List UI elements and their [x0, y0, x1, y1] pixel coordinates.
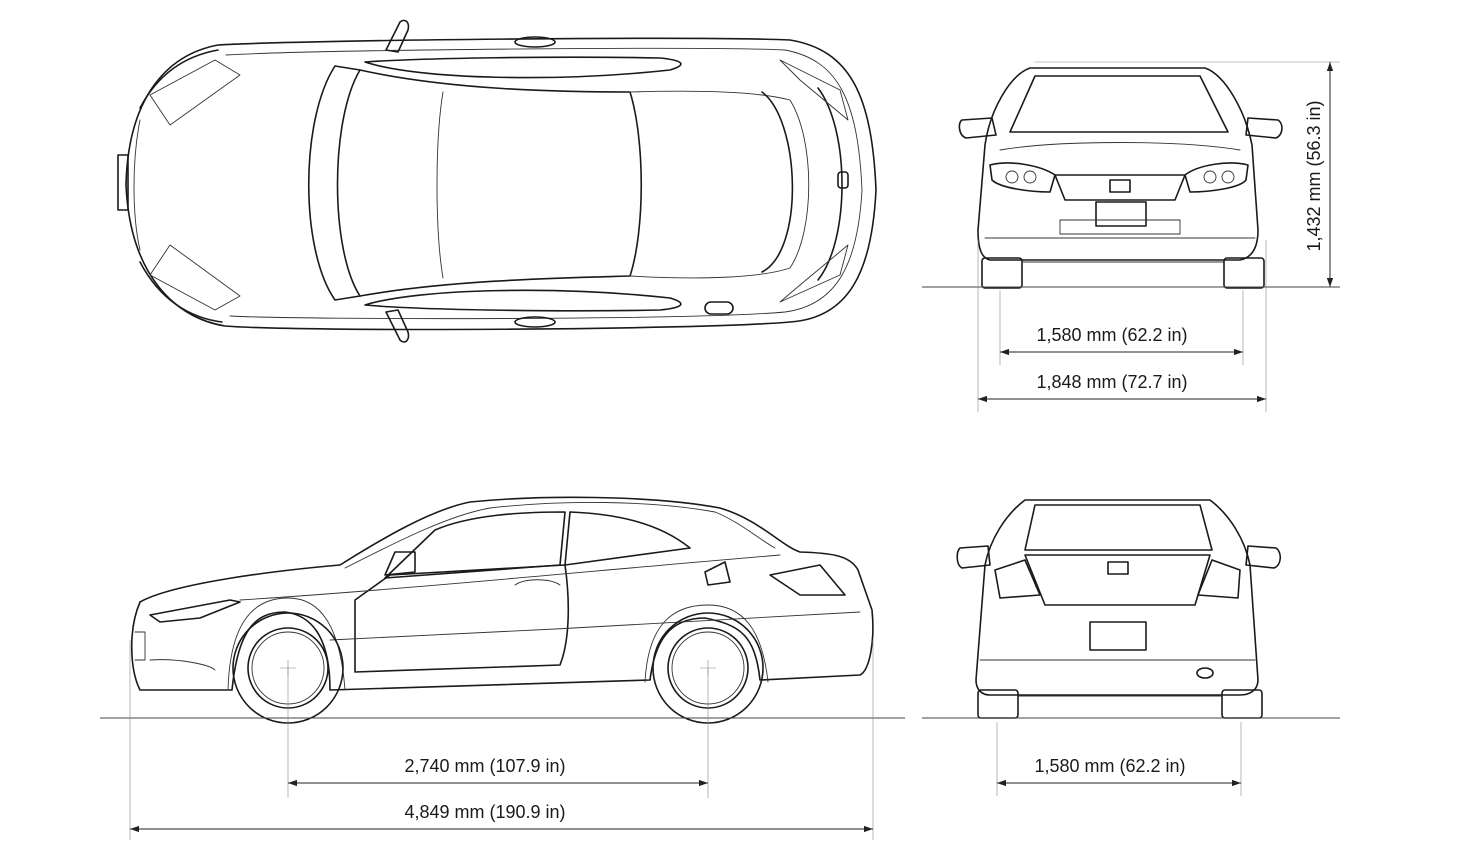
top-view-roof — [359, 69, 643, 297]
front-view-tire-left — [981, 257, 1023, 289]
front-view-mirror-right — [1245, 117, 1283, 139]
rear-view-exhaust — [1196, 667, 1214, 679]
front-track-label: 1,580 mm (62.2 in) — [1036, 325, 1187, 345]
front-view-grille — [1054, 174, 1186, 201]
rear-view-window — [1024, 504, 1213, 551]
top-view-mirror-right — [385, 309, 410, 343]
side-view-taillight — [769, 564, 846, 596]
top-view — [117, 19, 877, 343]
rear-view-taillight-right — [1197, 559, 1241, 599]
side-view-rear-window — [564, 511, 691, 566]
front-view-emblem — [1109, 179, 1131, 193]
front-view-mirror-left — [958, 117, 997, 139]
top-view-mirror-left — [385, 19, 410, 53]
side-view-door — [354, 564, 570, 673]
front-view-headlight-left — [989, 162, 1056, 193]
top-view-windshield — [307, 65, 361, 301]
side-view-front-window — [384, 511, 566, 579]
wheelbase-label: 2,740 mm (107.9 in) — [404, 756, 565, 776]
front-view — [958, 67, 1283, 289]
rear-view-emblem — [1107, 561, 1129, 575]
rear-view-taillight-left — [994, 559, 1041, 599]
rear-track-label: 1,580 mm (62.2 in) — [1034, 756, 1185, 776]
front-view-plate — [1095, 201, 1147, 227]
top-view-body-outline — [125, 37, 877, 331]
overall-width-label: 1,848 mm (72.7 in) — [1036, 372, 1187, 392]
overall-length-label: 4,849 mm (190.9 in) — [404, 802, 565, 822]
rear-view-plate — [1089, 621, 1147, 651]
top-view-rear-window — [761, 91, 794, 273]
overall-height-label: 1,432 mm (56.3 in) — [1304, 100, 1324, 251]
side-view — [130, 496, 874, 724]
front-view-headlight-right — [1184, 162, 1249, 193]
side-view-body — [130, 496, 874, 691]
side-view-headlight — [149, 599, 241, 623]
front-view-tire-right — [1223, 257, 1265, 289]
rear-view — [956, 499, 1282, 719]
side-view-mirror — [384, 551, 416, 576]
rear-view-body — [975, 499, 1259, 696]
front-view-windshield — [1009, 75, 1229, 133]
